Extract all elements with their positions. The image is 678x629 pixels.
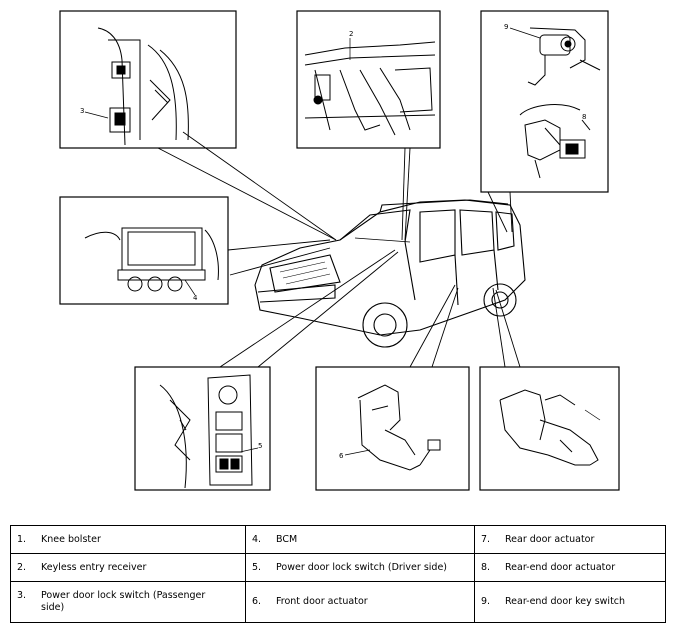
leader-lines — [157, 131, 521, 368]
legend-item: 5.Power door lock switch (Driver side) — [245, 553, 475, 582]
panel-knee-bolster — [59, 10, 237, 149]
callout-3: 3 — [80, 107, 84, 115]
panel-rear-end-door — [480, 10, 609, 193]
legend-item: 8.Rear-end door actuator — [474, 553, 666, 582]
panel-rear-door-actuator — [479, 366, 620, 491]
legend-item: 1.Knee bolster — [10, 525, 246, 554]
panel-front-door-actuator — [315, 366, 470, 491]
component-location-diagram: 3 2 9 8 4 5 6 — [59, 10, 620, 491]
panel-driver-switch — [134, 366, 271, 491]
legend-row: 1.Knee bolster 4.BCM 7.Rear door actuato… — [10, 525, 666, 554]
legend-item: 3.Power door lock switch (Passenger side… — [10, 581, 246, 623]
panel-dashboard-receiver — [296, 10, 441, 149]
callout-8: 8 — [582, 113, 586, 121]
callout-6: 6 — [339, 452, 344, 460]
panel-bcm — [59, 196, 229, 305]
legend-item: 9.Rear-end door key switch — [474, 581, 666, 623]
legend-item: 6.Front door actuator — [245, 581, 475, 623]
callout-9: 9 — [504, 23, 508, 31]
legend-row: 3.Power door lock switch (Passenger side… — [10, 581, 666, 623]
legend-item: 4.BCM — [245, 525, 475, 554]
legend-item: 7.Rear door actuator — [474, 525, 666, 554]
legend-item: 2.Keyless entry receiver — [10, 553, 246, 582]
callout-4: 4 — [193, 294, 198, 302]
vehicle-illustration — [254, 199, 526, 348]
component-legend-table: 1.Knee bolster 4.BCM 7.Rear door actuato… — [10, 525, 666, 623]
legend-row: 2.Keyless entry receiver 5.Power door lo… — [10, 553, 666, 582]
callout-5: 5 — [258, 442, 262, 450]
callout-2: 2 — [349, 30, 353, 38]
